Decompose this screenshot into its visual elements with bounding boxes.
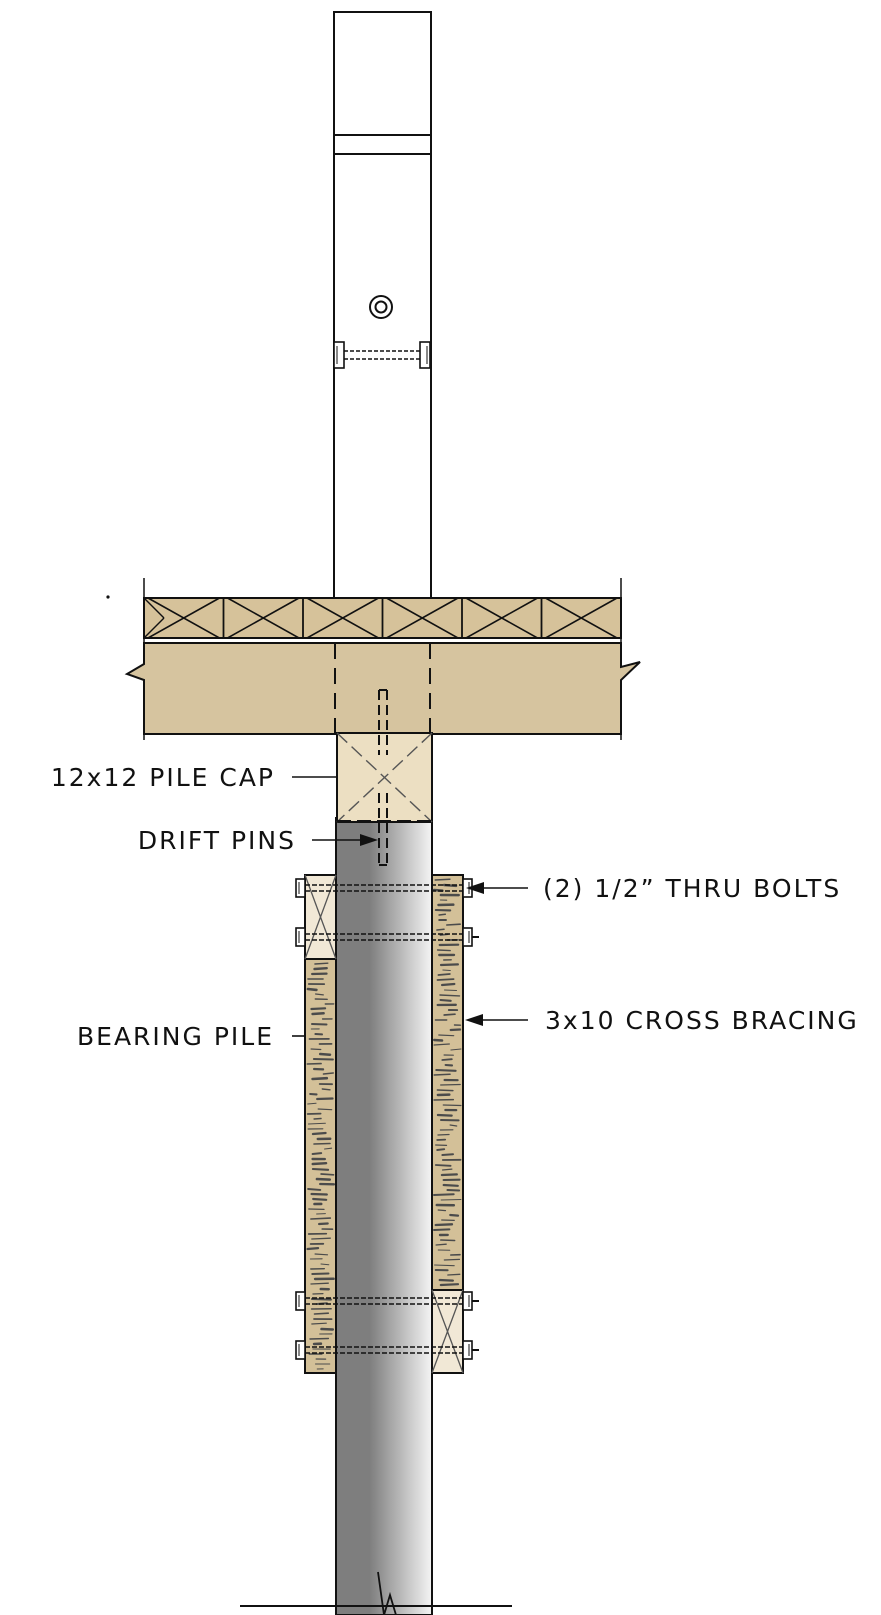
bearing-pile-label: BEARING PILE [77, 1022, 274, 1051]
post-bolt [333, 341, 431, 369]
brace-block-top [304, 874, 337, 960]
drift-pin [378, 689, 388, 866]
cross-bracing-label: 3x10 CROSS BRACING [545, 1006, 859, 1035]
drift-pins-label: DRIFT PINS [138, 826, 296, 855]
thru-bolts-label: (2) 1/2” THRU BOLTS [543, 874, 841, 903]
anchor-bolt-icon [369, 295, 393, 319]
brace-block-bottom [431, 1289, 464, 1374]
thru-bolts [295, 878, 479, 1360]
upper-post [333, 11, 432, 604]
beam [124, 642, 641, 735]
pile-cap-label: 12x12 PILE CAP [51, 763, 275, 792]
leaders [292, 776, 528, 1037]
pile-cap [336, 732, 433, 823]
